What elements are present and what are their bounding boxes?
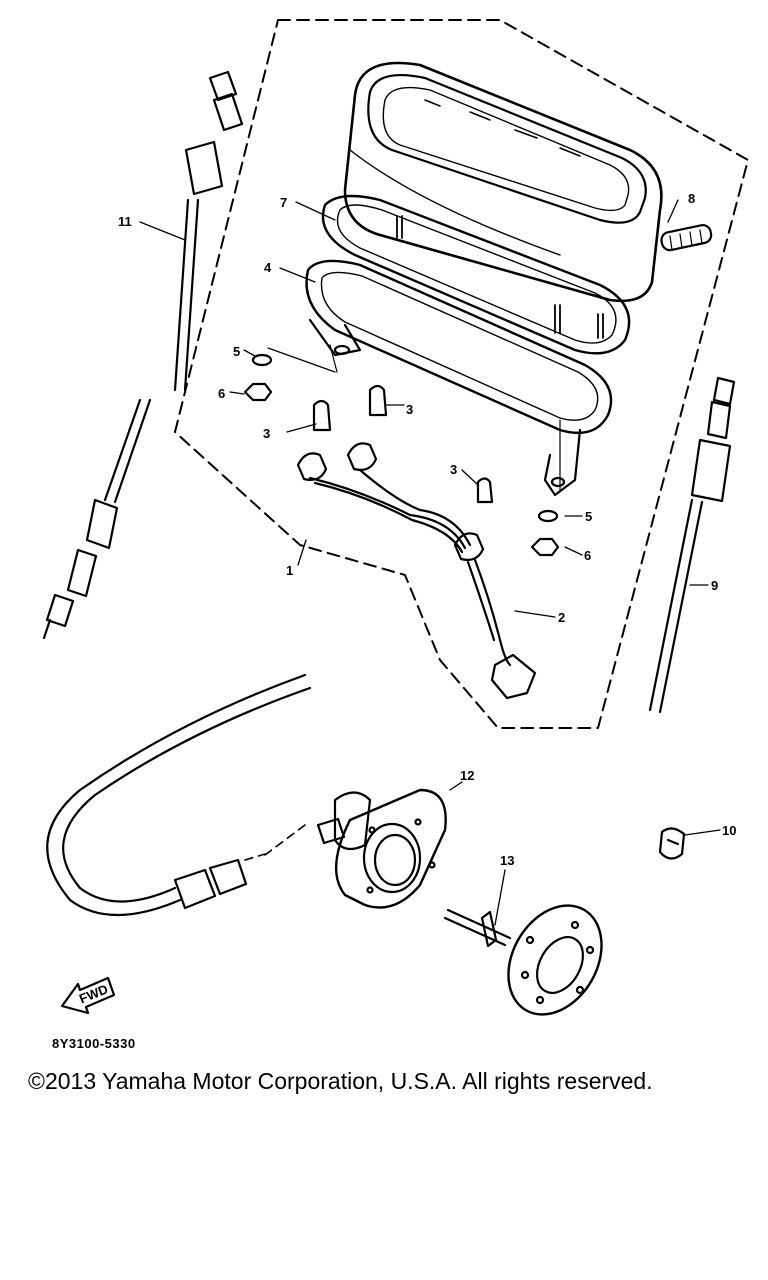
- callout-9: 9: [711, 578, 718, 593]
- gasket: [321, 194, 631, 355]
- callout-3-right: 3: [406, 402, 413, 417]
- callout-4: 4: [264, 260, 272, 275]
- bracket: [305, 259, 613, 497]
- cable-clip: [658, 827, 686, 860]
- drive-shaft: [443, 908, 512, 948]
- callout-5-left: 5: [233, 344, 240, 359]
- retainer-disc: [507, 904, 603, 1016]
- callout-6-right: 6: [584, 548, 591, 563]
- trip-knob: [660, 223, 713, 252]
- part-code: 8Y3100-5330: [52, 1036, 136, 1051]
- callout-12: 12: [460, 768, 474, 783]
- callout-1: 1: [286, 563, 293, 578]
- callout-3-left: 3: [263, 426, 270, 441]
- stud: [396, 215, 604, 339]
- callout-7: 7: [280, 195, 287, 210]
- callout-leaders: [139, 199, 721, 926]
- drive-cable: [46, 673, 346, 916]
- meter-housing: [343, 61, 663, 303]
- drive-gear-housing: [333, 788, 447, 909]
- callout-11: 11: [118, 214, 132, 229]
- copyright-notice: ©2013 Yamaha Motor Corporation, U.S.A. A…: [28, 1068, 653, 1094]
- callout-5-right: 5: [585, 509, 592, 524]
- callout-2: 2: [558, 610, 565, 625]
- meter-cable-right: [648, 376, 736, 714]
- meter-cable-upper: [42, 70, 244, 640]
- callout-10: 10: [722, 823, 736, 838]
- parts-diagram: 11 7 4 8 5 6 3 3 3 5 6 1 2 9 12 10 13 FW…: [42, 19, 749, 1016]
- callout-8: 8: [688, 191, 695, 206]
- washer-nut-set: [243, 353, 560, 557]
- bulbs: [312, 384, 494, 504]
- callout-13: 13: [500, 853, 514, 868]
- wire-harness: [296, 442, 537, 700]
- fwd-arrow-icon: [60, 976, 116, 1015]
- callout-6-left: 6: [218, 386, 225, 401]
- assembly-boundary: [174, 19, 749, 729]
- callout-3-lower: 3: [450, 462, 457, 477]
